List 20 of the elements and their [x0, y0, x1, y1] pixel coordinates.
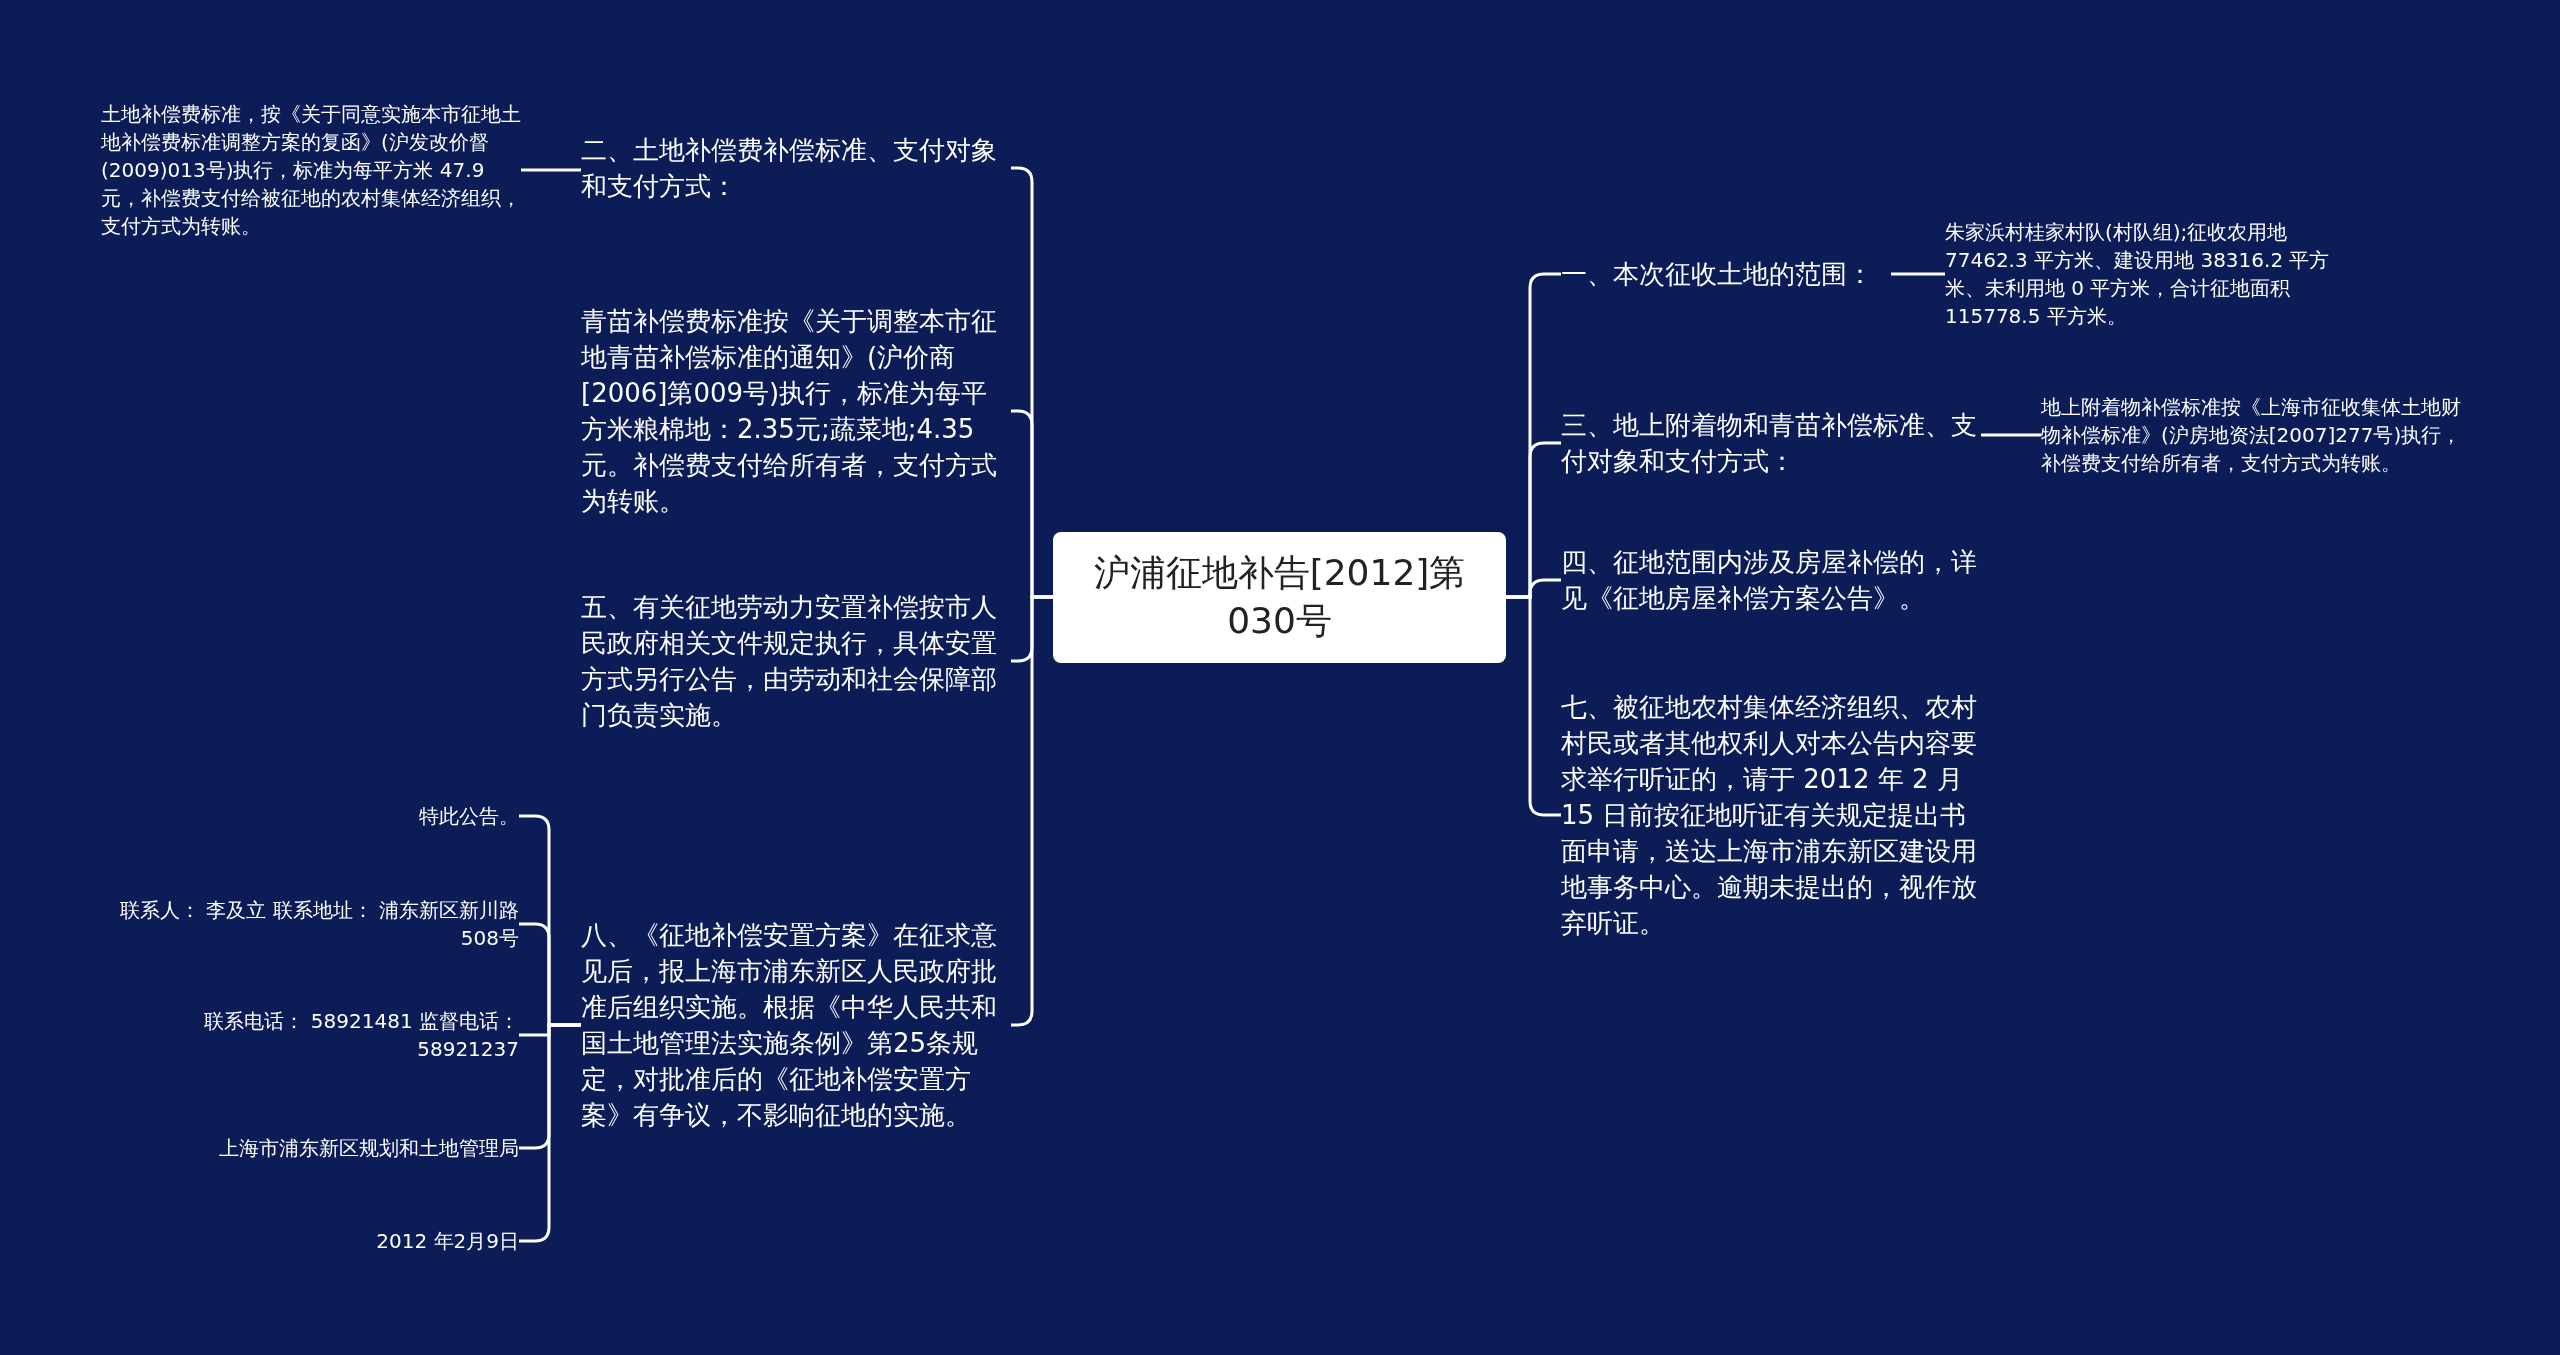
topic-text: 联系人： 李及立 联系地址： 浦东新区新川路508号	[101, 896, 519, 952]
topic-text: 三、地上附着物和青苗补偿标准、支付对象和支付方式：	[1561, 407, 1981, 479]
topic-text: 青苗补偿费标准按《关于调整本市征地青苗补偿标准的通知》(沪价商[2006]第009号)执行，标准为每平方米粮棉地：2.35元;蔬菜地;4.35元。补偿费支付给所有者，支付方式为转账。	[581, 303, 1011, 519]
topic-text: 上海市浦东新区规划和土地管理局	[101, 1134, 519, 1162]
topic-text: 七、被征地农村集体经济组织、农村村民或者其他权利人对本公告内容要求举行听证的，请于 2012 年 2 月15 日前按征地听证有关规定提出书面申请，送达上海市浦东新区建设用地事务中心。逾期未提出的，视作放弃听证。	[1561, 689, 1991, 941]
topic-text: 朱家浜村桂家村队(村队组);征收农用地 77462.3 平方米、建设用地 38316.2 平方米、未利用地 0 平方米，合计征地面积 115778.5 平方米。	[1945, 218, 2365, 330]
topic-text: 联系电话： 58921481 监督电话： 58921237	[101, 1007, 519, 1063]
topic-text: 四、征地范围内涉及房屋补偿的，详见《征地房屋补偿方案公告》。	[1561, 544, 1991, 616]
topic-text: 土地补偿费标准，按《关于同意实施本市征地土地补偿费标准调整方案的复函》(沪发改价督(2009)013号)执行，标准为每平方米 47.9 元，补偿费支付给被征地的农村集体经济组织，支付方式为转账。	[101, 100, 521, 240]
connector-line	[521, 168, 581, 172]
topic-text: 八、《征地补偿安置方案》在征求意见后，报上海市浦东新区人民政府批准后组织实施。根据《中华人民共和国土地管理法实施条例》第25条规定，对批准后的《征地补偿安置方案》有争议，不影响征地的实施。	[581, 917, 1011, 1133]
topic-text: 一、本次征收土地的范围：	[1561, 256, 1891, 292]
central-topic-box: 沪浦征地补告[2012]第030号	[1053, 531, 1506, 663]
topic-text: 五、有关征地劳动力安置补偿按市人民政府相关文件规定执行，具体安置方式另行公告，由劳动和社会保障部门负责实施。	[581, 589, 1011, 733]
topic-text: 地上附着物补偿标准按《上海市征收集体土地财物补偿标准》(沪房地资法[2007]277号)执行，补偿费支付给所有者，支付方式为转账。	[2041, 393, 2471, 477]
connector-line	[1891, 272, 1945, 276]
topic-text: 二、土地补偿费补偿标准、支付对象和支付方式：	[581, 132, 1011, 204]
topic-text: 2012 年2月9日	[101, 1227, 519, 1255]
topic-text: 特此公告。	[101, 802, 519, 830]
connector-line	[1981, 433, 2041, 437]
